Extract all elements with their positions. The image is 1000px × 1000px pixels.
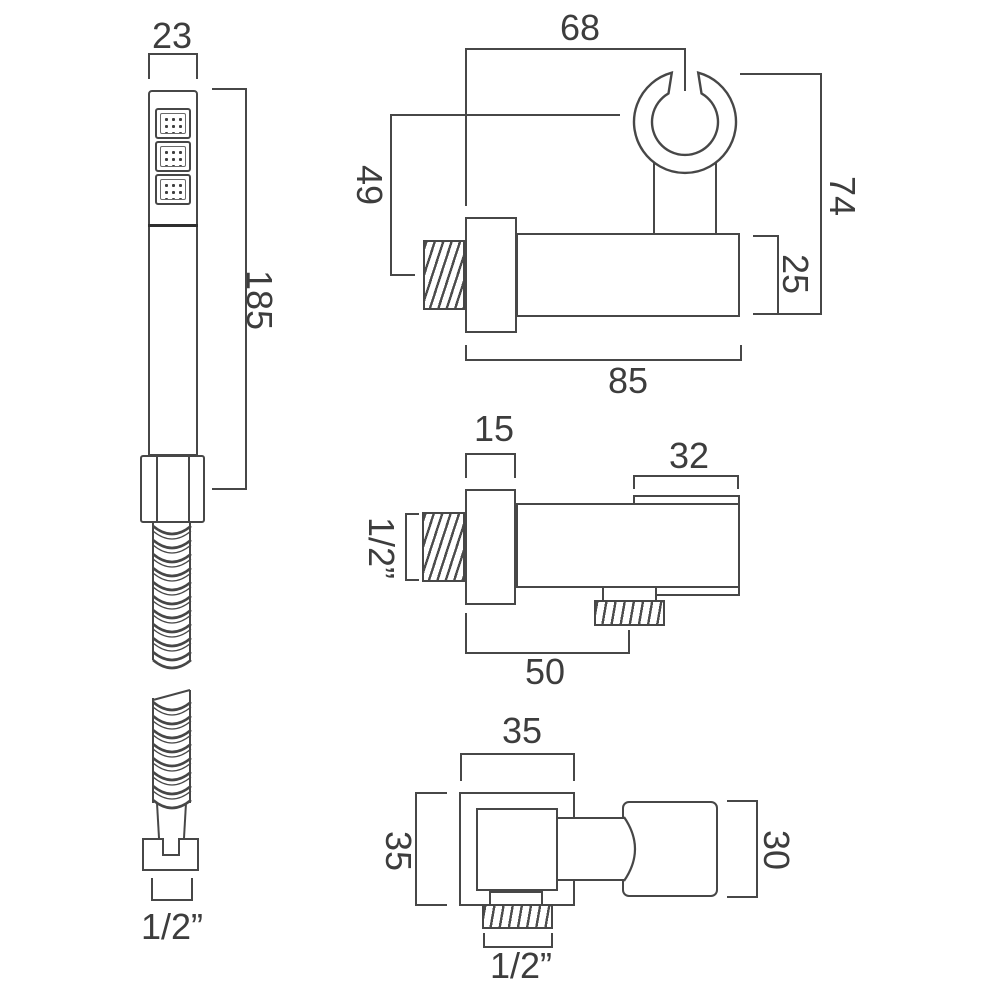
dim-line xyxy=(727,896,758,898)
dim-flange-depth: 15 xyxy=(473,408,515,449)
dim-line xyxy=(684,48,686,91)
dim-line xyxy=(465,48,467,206)
dim-line xyxy=(740,73,822,75)
outlet-arm xyxy=(558,817,624,881)
hose-connector-nut xyxy=(140,455,205,523)
dim-line xyxy=(151,878,153,901)
dim-line xyxy=(460,753,462,781)
dim-line xyxy=(191,878,193,901)
dim-line xyxy=(148,53,198,55)
dim-body-length: 85 xyxy=(607,360,649,401)
dim-line xyxy=(415,904,447,906)
dim-line xyxy=(737,475,739,489)
dim-line xyxy=(245,88,247,490)
dim-outlet-thread: 1/2” xyxy=(489,945,553,986)
dim-line xyxy=(405,513,407,581)
outlet-body xyxy=(516,233,740,317)
dim-line xyxy=(753,235,779,237)
nozzle-dots xyxy=(160,146,186,167)
flexible-hose xyxy=(151,523,193,839)
dim-handset-length: 185 xyxy=(239,269,280,331)
dim-line xyxy=(465,453,467,478)
dim-line xyxy=(465,48,686,50)
connector-facet-line xyxy=(188,457,190,521)
wall-flange xyxy=(465,217,517,333)
dim-line xyxy=(390,114,620,116)
dim-inlet-thread: 1/2” xyxy=(361,516,402,580)
wall-flange xyxy=(465,489,516,605)
dim-plate-width: 35 xyxy=(501,710,543,751)
handset-head-divider xyxy=(148,224,198,227)
dim-line xyxy=(415,792,447,794)
dim-line xyxy=(628,630,630,654)
dim-plate-height: 35 xyxy=(378,830,419,872)
dim-line xyxy=(212,88,247,90)
handset-clip-holder xyxy=(632,71,738,235)
dim-head-width: 23 xyxy=(151,15,193,56)
outlet-thread xyxy=(482,904,553,929)
outlet-body xyxy=(516,503,740,588)
spray-nozzle-plate xyxy=(155,174,191,205)
outlet-thread xyxy=(594,600,665,626)
dim-cap-length: 32 xyxy=(668,435,710,476)
threaded-inlet xyxy=(422,512,465,582)
dim-line xyxy=(151,899,193,901)
dim-clip-drop: 49 xyxy=(349,164,390,206)
threaded-inlet xyxy=(423,240,465,310)
dim-line xyxy=(777,235,779,315)
dim-line xyxy=(551,933,553,948)
dim-line xyxy=(727,800,758,802)
dim-line xyxy=(390,114,392,276)
dim-line xyxy=(756,800,758,898)
dim-line xyxy=(465,345,467,361)
dim-hose-connector: 1/2” xyxy=(140,906,204,947)
dim-line xyxy=(405,513,419,515)
dim-line xyxy=(405,579,419,581)
outlet-arm-nose xyxy=(623,816,636,882)
dim-line xyxy=(483,933,485,948)
dim-line xyxy=(212,488,247,490)
connector-facet-line xyxy=(156,457,158,521)
dim-body-length: 50 xyxy=(524,651,566,692)
dim-line xyxy=(633,475,739,477)
dim-line xyxy=(633,475,635,489)
dim-line xyxy=(820,73,822,315)
dim-line xyxy=(514,453,516,478)
dim-line xyxy=(740,345,742,361)
nozzle-dots xyxy=(160,179,186,200)
dim-line xyxy=(573,753,575,781)
dim-handle-diameter: 30 xyxy=(756,829,797,871)
dim-line xyxy=(196,53,198,79)
nozzle-dots xyxy=(160,113,186,134)
dim-line xyxy=(465,613,467,654)
fitting-notch xyxy=(162,838,180,856)
dim-line xyxy=(415,792,417,906)
dim-overall-height: 74 xyxy=(822,175,863,217)
dim-line xyxy=(465,652,630,654)
dim-line xyxy=(483,946,553,948)
spray-nozzle-plate xyxy=(155,141,191,172)
dim-line xyxy=(465,453,516,455)
wall-plate-inner xyxy=(476,808,558,891)
dim-body-height: 25 xyxy=(775,253,816,295)
dim-line xyxy=(460,753,575,755)
spray-nozzle-plate xyxy=(155,108,191,139)
dim-line xyxy=(753,313,822,315)
dim-line xyxy=(465,359,742,361)
dim-clip-offset: 68 xyxy=(559,7,601,48)
dim-line xyxy=(148,53,150,79)
dim-line xyxy=(390,274,415,276)
